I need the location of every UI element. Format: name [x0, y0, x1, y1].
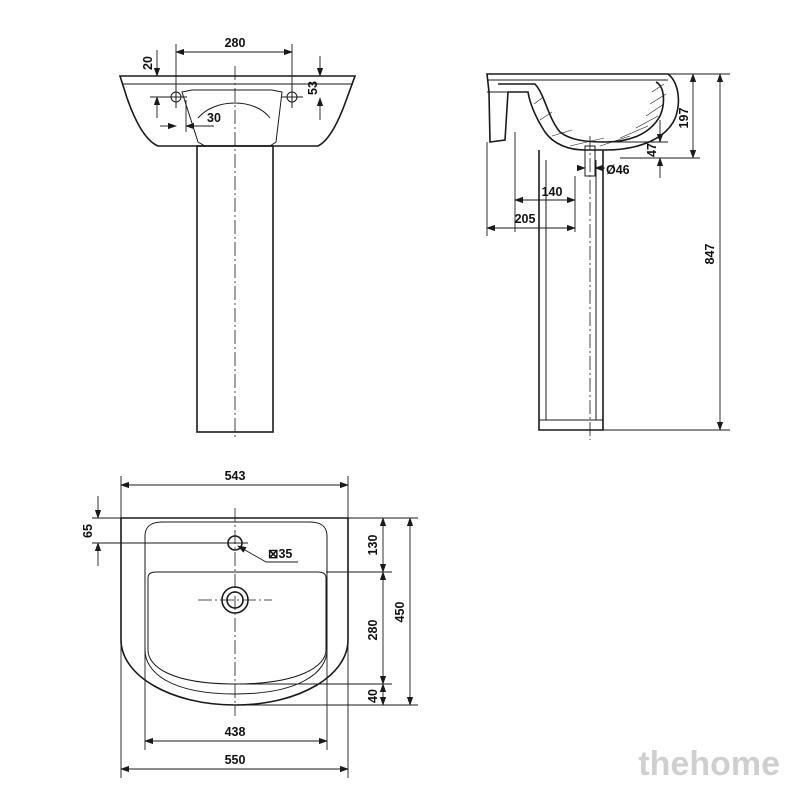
side-basin-outline	[486, 73, 680, 151]
top-inner-rim	[144, 521, 328, 695]
label-total-height: 847	[703, 244, 717, 265]
top-view: 543 65 ⊠35 130 280 40 450 438	[81, 469, 418, 778]
top-bowl	[147, 571, 327, 685]
front-bowl-curve	[197, 102, 271, 119]
front-basin-outline	[118, 75, 357, 147]
label-bowl-depth: 197	[677, 108, 691, 129]
label-overall-width-top: 543	[225, 469, 246, 483]
front-view: 280 20 30 53	[118, 36, 357, 440]
front-bowl-inner	[181, 89, 283, 147]
label-overall-width: 550	[225, 753, 246, 767]
side-pedestal-outline	[538, 150, 604, 431]
label-tap-height: 20	[141, 56, 155, 70]
label-tap-hole-offset: 65	[81, 524, 95, 538]
top-tap-hole	[222, 535, 248, 551]
top-drain	[221, 586, 249, 614]
side-bowl-inner	[498, 81, 665, 143]
label-drain-height: 47	[645, 143, 659, 157]
leader-tap-hole-size	[237, 545, 267, 563]
label-rim-depth: 53	[306, 81, 320, 95]
label-bowl-length: 280	[366, 620, 380, 641]
side-section-hatch	[533, 83, 667, 147]
label-tap-offset: 30	[207, 111, 221, 125]
label-tap-hole-size: ⊠35	[268, 547, 292, 561]
side-view: 197 47 Ø46 140 205 847	[486, 73, 730, 440]
label-drain-offset: 140	[542, 185, 563, 199]
label-drain-diameter: Ø46	[606, 163, 630, 177]
top-basin-outline	[120, 517, 349, 706]
label-tap-spacing: 280	[225, 36, 246, 50]
watermark-text: thehome	[638, 745, 780, 783]
label-wall-offset: 205	[515, 212, 536, 226]
label-front-rim: 40	[366, 689, 380, 703]
label-overall-depth: 450	[393, 602, 407, 623]
label-front-to-tap: 130	[366, 535, 380, 556]
label-bowl-width: 438	[225, 725, 246, 739]
